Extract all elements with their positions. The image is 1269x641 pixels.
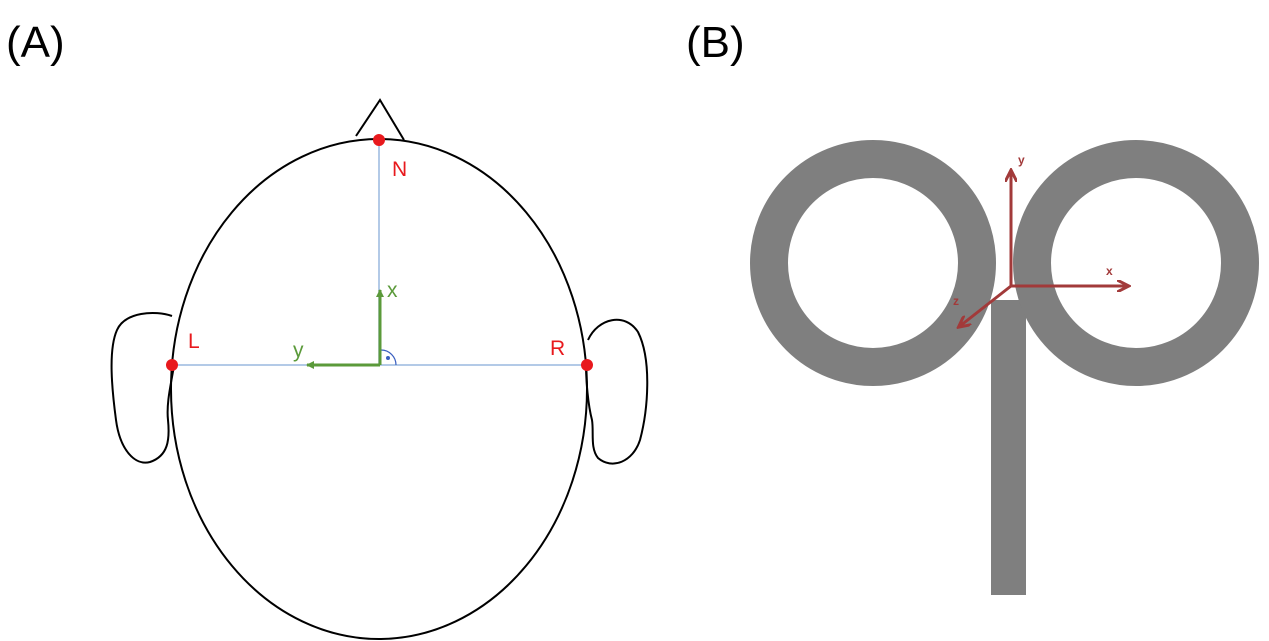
coil-left-wing <box>750 140 996 386</box>
right-marker <box>581 359 593 371</box>
panel-b: (B) y x z <box>686 18 1259 595</box>
coil-x-axis-label: x <box>1106 264 1113 278</box>
right-label: R <box>550 337 565 360</box>
right-ear-outline <box>585 318 649 465</box>
left-ear-outline <box>110 311 175 464</box>
left-marker <box>166 359 178 371</box>
panel-b-label: (B) <box>686 18 745 67</box>
coil-z-axis-arrow <box>960 284 1012 326</box>
panel-a-label: (A) <box>6 18 65 67</box>
coil-handle <box>991 300 1026 595</box>
panel-a: (A) x y N L R <box>6 18 649 640</box>
nasion-marker <box>373 134 385 146</box>
nasion-label: N <box>392 158 407 181</box>
left-label: L <box>188 330 200 353</box>
right-angle-mark <box>380 349 397 366</box>
coil-y-axis-label: y <box>1018 153 1025 167</box>
head-x-axis-label: x <box>387 279 398 302</box>
coil-z-axis-label: z <box>953 294 959 308</box>
head-y-axis-label: y <box>293 339 304 362</box>
right-angle-dot <box>386 356 390 360</box>
nose-outline <box>355 98 405 141</box>
coil-right-wing <box>1013 140 1259 386</box>
